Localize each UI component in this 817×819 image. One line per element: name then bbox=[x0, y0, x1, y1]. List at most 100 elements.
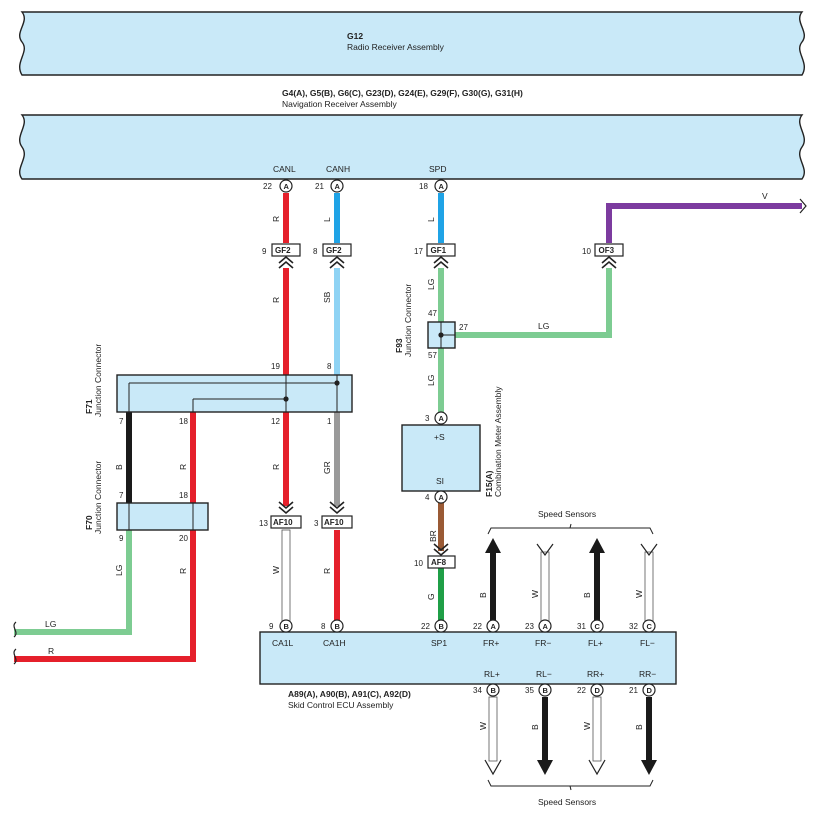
ecu-pin-fr-minus: 23 A FR− bbox=[525, 619, 552, 648]
diagram-label: LG bbox=[538, 321, 549, 331]
diagram-label: AF10 bbox=[273, 518, 293, 527]
diagram-label: F71 bbox=[84, 399, 94, 414]
diagram-label: RL− bbox=[536, 669, 552, 679]
connector-af10-canl: 13 AF10 bbox=[259, 501, 302, 529]
ecu-pin-fr-plus: 22 A FR+ bbox=[473, 619, 500, 648]
speed-sensors-top-label: Speed Sensors bbox=[538, 509, 596, 519]
diagram-label: A bbox=[335, 182, 341, 191]
ecu-pin-sp1: 22 B SP1 bbox=[421, 619, 448, 648]
ecu-pin-ca1h: 8 B CA1H bbox=[321, 619, 346, 648]
nav-pin-canh-label: CANH bbox=[326, 164, 350, 174]
diagram-label: C bbox=[647, 622, 653, 631]
diagram-label: B bbox=[114, 464, 124, 470]
diagram-label: 22 bbox=[263, 182, 272, 191]
diagram-label: 22 bbox=[577, 686, 586, 695]
diagram-label: FL+ bbox=[588, 638, 603, 648]
diagram-label: Junction Connector bbox=[93, 461, 103, 534]
nav-codes: G4(A), G5(B), G6(C), G23(D), G24(E), G29… bbox=[282, 88, 523, 98]
diagram-label: OF3 bbox=[599, 246, 615, 255]
diagram-label: 19 bbox=[271, 362, 280, 371]
diagram-label: R bbox=[178, 464, 188, 470]
diagram-label: F15(A) bbox=[484, 470, 494, 497]
diagram-label: LG bbox=[426, 375, 436, 386]
diagram-label: 57 bbox=[428, 351, 437, 360]
ecu-pin-fl-minus: 32 C FL− bbox=[629, 619, 656, 648]
ecu-pin-rl-plus: 34 B bbox=[473, 683, 502, 776]
diagram-label: L bbox=[426, 217, 436, 222]
radio-code: G12 bbox=[347, 31, 363, 41]
diagram-label: 35 bbox=[525, 686, 534, 695]
ecu-pin-rr-minus: 21 D bbox=[629, 683, 657, 775]
diagram-label: A bbox=[543, 622, 549, 631]
diagram-label: Combination Meter Assembly bbox=[493, 386, 503, 497]
diagram-label: F70 bbox=[84, 515, 94, 530]
diagram-label: FR+ bbox=[483, 638, 499, 648]
speed-sensor-fr-minus-wire bbox=[536, 543, 554, 623]
diagram-label: CA1H bbox=[323, 638, 346, 648]
diagram-label: D bbox=[647, 686, 653, 695]
speed-sensors-bottom-label: Speed Sensors bbox=[538, 797, 596, 807]
diagram-label: +S bbox=[434, 432, 445, 442]
diagram-label: 22 bbox=[421, 622, 430, 631]
diagram-label: W bbox=[271, 566, 281, 574]
combination-meter-assembly: A 3 +S SI A 4 F15(A) Combination Meter A… bbox=[401, 386, 503, 504]
diagram-label: 9 bbox=[262, 247, 267, 256]
diagram-label: B bbox=[439, 622, 445, 631]
diagram-label: W bbox=[478, 722, 488, 730]
diagram-label: GF1 bbox=[431, 246, 447, 255]
wire-violet bbox=[606, 203, 802, 243]
diagram-label: SP1 bbox=[431, 638, 447, 648]
diagram-label: V bbox=[762, 191, 768, 201]
diagram-label: LG bbox=[426, 279, 436, 290]
diagram-label: B bbox=[284, 622, 290, 631]
diagram-label: SI bbox=[436, 476, 444, 486]
nav-pin-canl: 22 A bbox=[263, 179, 293, 193]
diagram-label: 13 bbox=[259, 519, 268, 528]
diagram-label: 21 bbox=[629, 686, 638, 695]
diagram-label: 22 bbox=[473, 622, 482, 631]
nav-name: Navigation Receiver Assembly bbox=[282, 99, 398, 109]
diagram-label: 1 bbox=[327, 417, 332, 426]
diagram-label: AF8 bbox=[431, 558, 447, 567]
diagram-label: C bbox=[595, 622, 601, 631]
diagram-label: 31 bbox=[577, 622, 586, 631]
diagram-label: Junction Connector bbox=[93, 344, 103, 417]
navigation-receiver-assembly bbox=[19, 114, 805, 180]
diagram-label: B bbox=[582, 592, 592, 598]
diagram-label: 8 bbox=[327, 362, 332, 371]
diagram-label: 34 bbox=[473, 686, 482, 695]
diagram-label: A bbox=[439, 414, 445, 423]
diagram-label: A bbox=[439, 493, 445, 502]
diagram-label: 7 bbox=[119, 417, 124, 426]
wire-af10-canl-white bbox=[281, 529, 291, 623]
diagram-label: FL− bbox=[640, 638, 655, 648]
diagram-label: 18 bbox=[179, 417, 188, 426]
nav-pin-canh: 21 A bbox=[315, 179, 344, 193]
diagram-label: GR bbox=[322, 461, 332, 474]
diagram-label: 17 bbox=[414, 247, 423, 256]
junction-connector-f70: 7 18 9 20 F70 Junction Connector bbox=[84, 461, 209, 543]
radio-receiver-assembly: G12 Radio Receiver Assembly bbox=[19, 11, 805, 76]
diagram-label: B bbox=[478, 592, 488, 598]
diagram-label: R bbox=[271, 297, 281, 303]
diagram-label: Junction Connector bbox=[403, 284, 413, 357]
diagram-label: 20 bbox=[179, 534, 188, 543]
speed-sensor-fl-plus-wire bbox=[589, 538, 605, 622]
speed-sensor-fl-minus-wire bbox=[640, 543, 658, 623]
junction-connector-f93: 47 27 57 F93 Junction Connector bbox=[394, 284, 468, 360]
diagram-label: F93 bbox=[394, 338, 404, 353]
speed-sensor-fr-plus-wire bbox=[485, 538, 501, 622]
radio-name: Radio Receiver Assembly bbox=[347, 42, 445, 52]
diagram-label: RR− bbox=[639, 669, 656, 679]
diagram-label: D bbox=[595, 686, 601, 695]
diagram-label: L bbox=[322, 217, 332, 222]
diagram-label: B bbox=[543, 686, 549, 695]
diagram-label: 32 bbox=[629, 622, 638, 631]
connector-af10-canh: 3 AF10 bbox=[314, 501, 353, 529]
diagram-label: SB bbox=[322, 291, 332, 303]
nav-pin-spd: 18 A bbox=[419, 179, 448, 193]
connector-of3: 10 OF3 bbox=[582, 243, 624, 269]
diagram-label: 18 bbox=[179, 491, 188, 500]
diagram-label: B bbox=[634, 724, 644, 730]
